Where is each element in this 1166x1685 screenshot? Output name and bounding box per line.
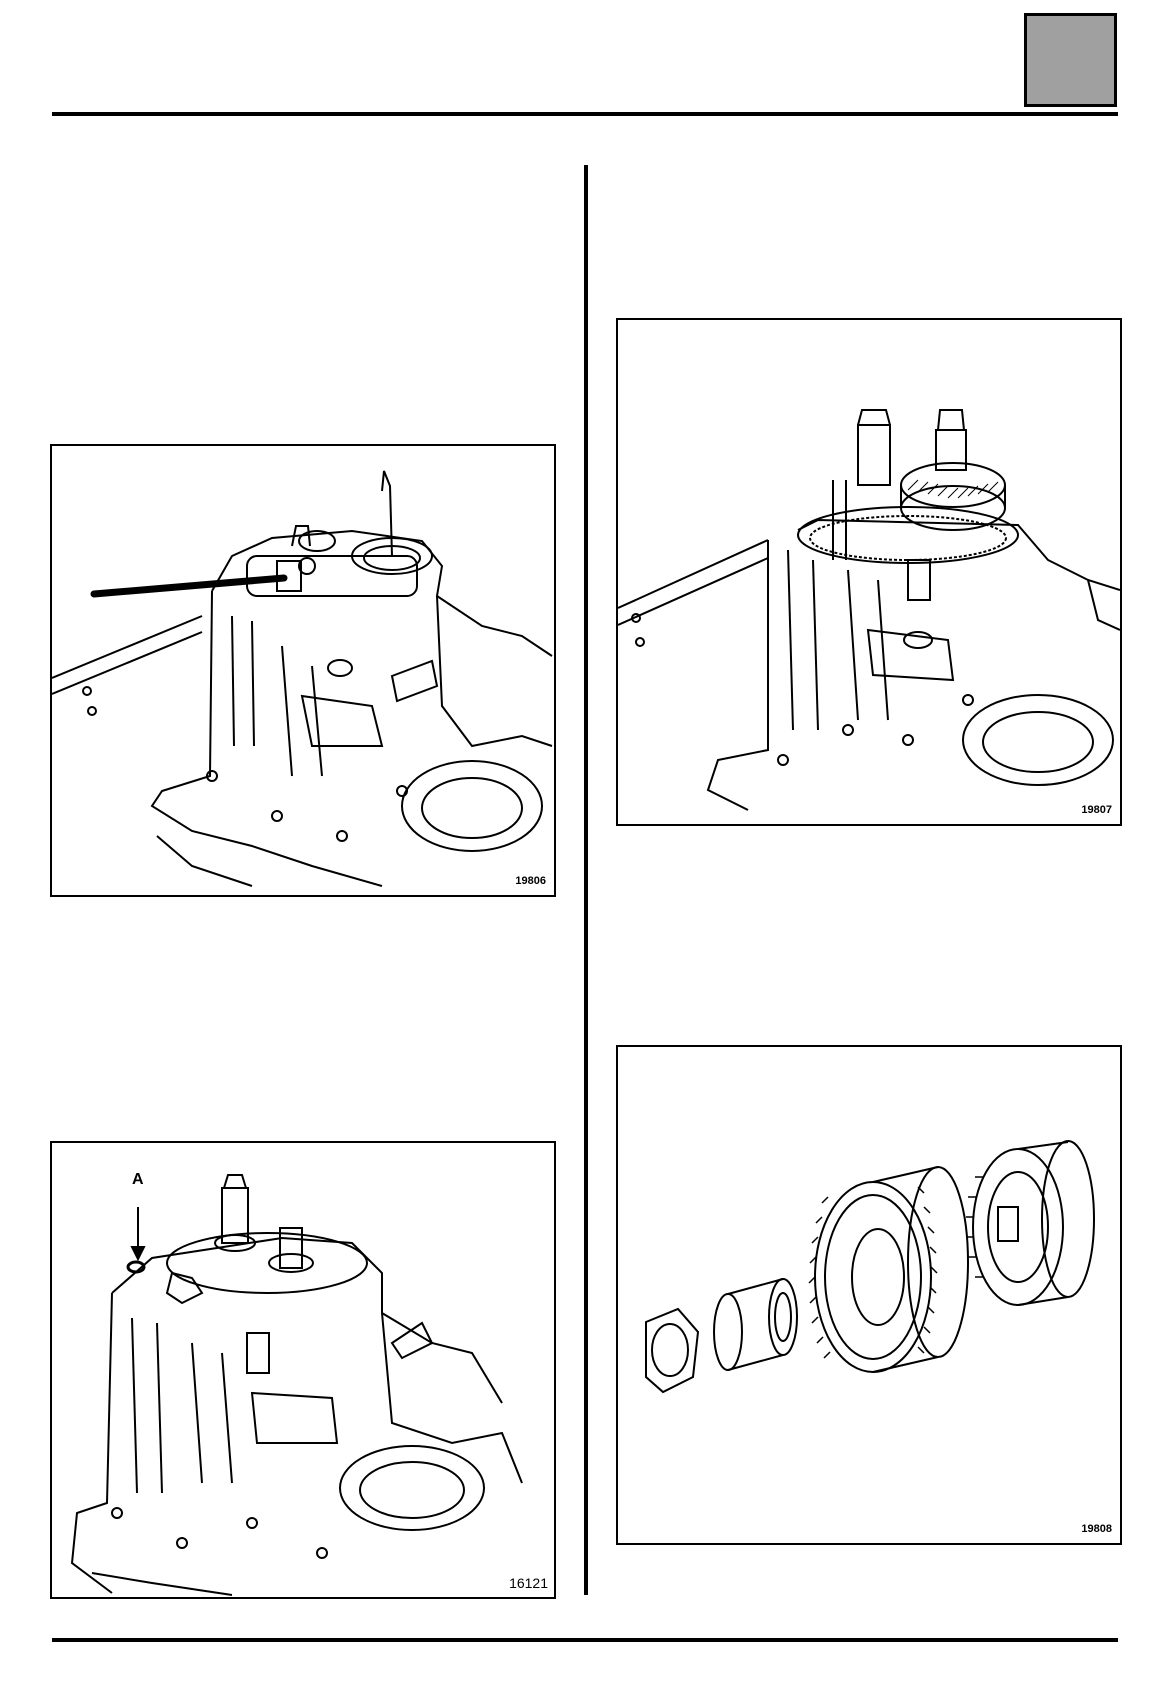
gearbox-callout-illustration xyxy=(70,1174,523,1596)
figure-gear-parts: 19808 xyxy=(616,1045,1122,1545)
footer-rule xyxy=(52,1638,1118,1642)
figure-gearbox-tool: 19806 xyxy=(50,444,556,897)
column-divider xyxy=(584,165,588,1595)
figure-gearbox-callout: A 16121 xyxy=(50,1141,556,1599)
figure-number: 16121 xyxy=(509,1575,548,1591)
gearbox-tool-illustration xyxy=(52,470,553,887)
callout-label: A xyxy=(132,1171,144,1188)
section-tab xyxy=(1024,13,1117,107)
gear-parts-illustration xyxy=(645,1140,1095,1394)
figure-number: 19807 xyxy=(1081,804,1112,816)
gearbox-shafts-illustration xyxy=(618,409,1120,811)
header-rule xyxy=(52,112,1118,116)
figure-number: 19806 xyxy=(515,875,546,887)
figure-gearbox-shafts: 19807 xyxy=(616,318,1122,826)
figure-number: 19808 xyxy=(1081,1523,1112,1535)
